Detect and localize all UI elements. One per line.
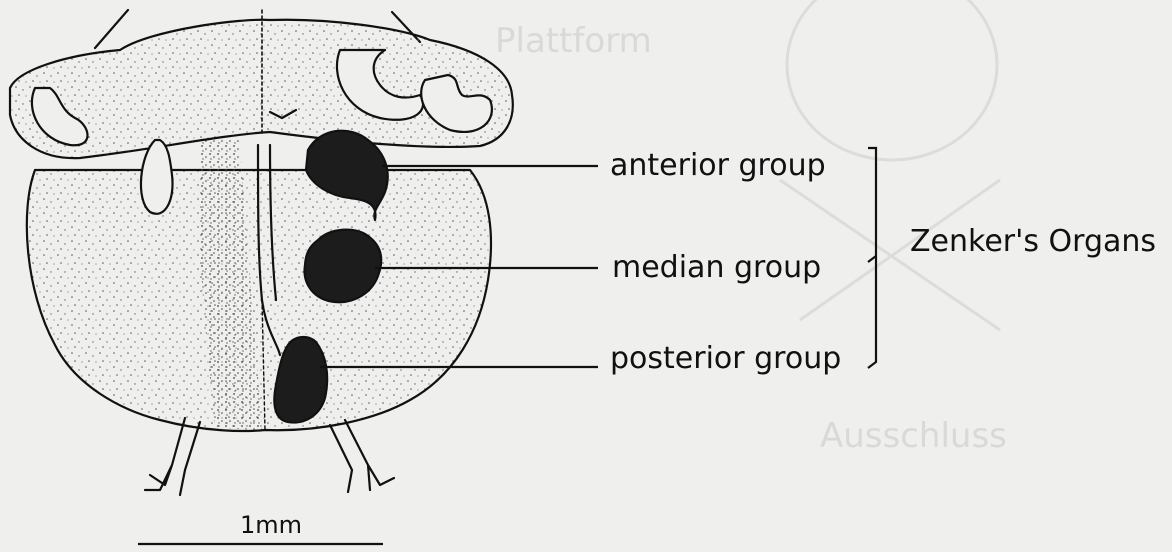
label-median-group: median group	[612, 250, 821, 285]
left-inner-loop	[141, 140, 173, 214]
scale-bar: 1mm	[138, 511, 383, 544]
zenker-bracket	[868, 148, 876, 368]
label-anterior-group: anterior group	[610, 148, 826, 183]
svg-text:Plattform: Plattform	[495, 21, 652, 61]
left-leg	[145, 418, 200, 495]
specimen-drawing	[10, 10, 513, 495]
left-antenna-stub	[95, 10, 128, 48]
label-posterior-group: posterior group	[610, 341, 841, 376]
scale-bar-label: 1mm	[240, 511, 302, 539]
label-zenkers-organs: Zenker's Organs	[910, 224, 1156, 259]
right-leg	[330, 420, 394, 492]
svg-text:Ausschluss: Ausschluss	[820, 416, 1007, 456]
